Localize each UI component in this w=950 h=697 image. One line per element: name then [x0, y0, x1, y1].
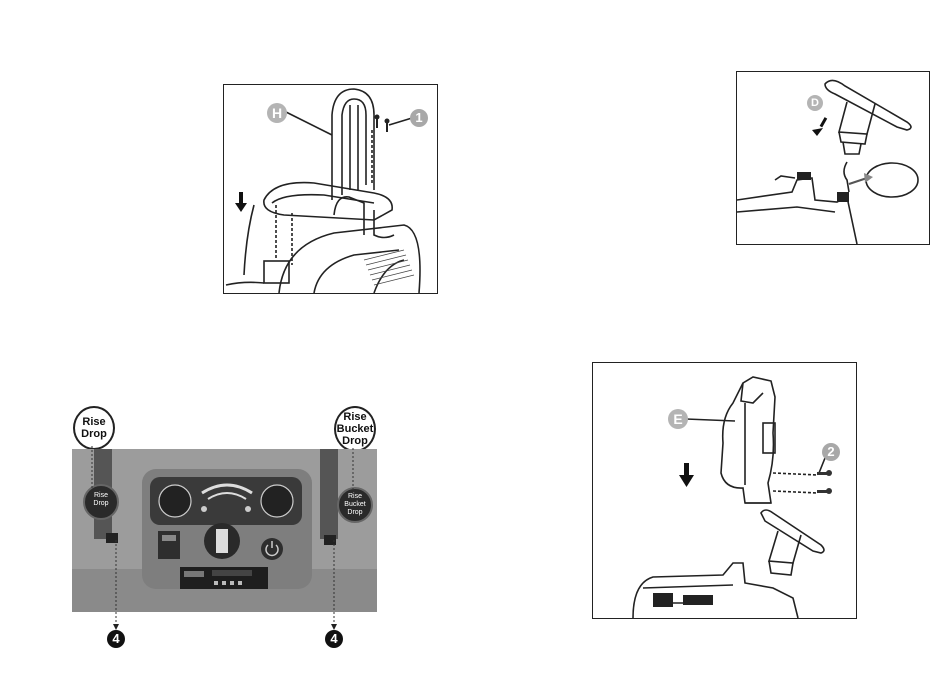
dashboard-photo: Rise Drop Rise Bucket Drop — [72, 449, 377, 612]
down-arrow-icon — [235, 192, 247, 212]
step-number-2: 2 — [822, 443, 840, 461]
marker-4-left: 4 — [107, 630, 125, 648]
steering-illustration — [737, 72, 929, 244]
seat-install-panel: H 1 — [223, 84, 438, 294]
down-arrow-icon — [679, 463, 694, 487]
down-arrow-icon — [812, 117, 827, 136]
left-knob-label: Rise Drop — [89, 492, 113, 508]
part-label-e: E — [668, 409, 688, 429]
seat-illustration — [224, 85, 437, 293]
screw-icon — [375, 115, 390, 133]
cover-illustration — [593, 363, 856, 618]
power-button-icon — [261, 538, 283, 560]
steering-install-panel: D — [736, 71, 930, 245]
dashboard-graphic — [72, 449, 377, 612]
rise-drop-callout: Rise Drop — [73, 406, 115, 450]
marker-4-right: 4 — [325, 630, 343, 648]
step-number-1: 1 — [410, 109, 428, 127]
cover-install-panel: E 2 — [592, 362, 857, 619]
right-knob-label: Rise Bucket Drop — [340, 493, 370, 517]
part-label-h: H — [267, 103, 287, 123]
part-label-d: D — [807, 95, 823, 111]
screw-icon — [817, 470, 832, 494]
rise-bucket-drop-callout: Rise Bucket Drop — [334, 406, 376, 452]
